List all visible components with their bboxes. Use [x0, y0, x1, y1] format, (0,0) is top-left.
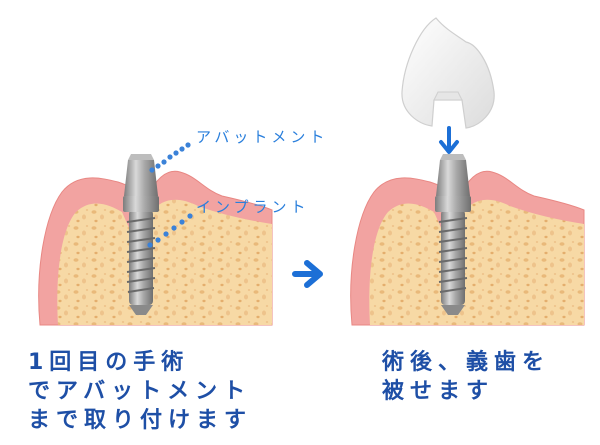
left-implant	[126, 210, 156, 315]
right-implant	[438, 210, 468, 315]
arrow-down-icon	[439, 126, 459, 154]
left-jaw-section	[38, 170, 273, 326]
left-abutment	[123, 154, 159, 212]
left-caption-line: 1回目の手術	[28, 350, 190, 375]
arrow-right-icon	[292, 260, 323, 288]
right-abutment	[435, 154, 471, 212]
right-jaw-section	[350, 170, 585, 326]
left-caption-line: まで取り付けます	[28, 408, 253, 433]
right-caption-line: 術後、義歯を	[382, 350, 551, 375]
crown	[401, 17, 495, 129]
implant-label: インプラント	[196, 198, 310, 216]
right-caption-line: 被せます	[382, 379, 495, 404]
left-caption-line: でアバットメント	[28, 379, 252, 404]
right-caption: 術後、義歯を 被せます	[382, 348, 550, 406]
implant-leader-line	[147, 213, 193, 248]
abutment-leader-line	[149, 142, 191, 173]
abutment-label: アバットメント	[196, 128, 329, 146]
left-caption: 1回目の手術 でアバットメント まで取り付けます	[28, 348, 252, 435]
left-bone	[57, 199, 273, 325]
right-bone	[369, 199, 584, 325]
